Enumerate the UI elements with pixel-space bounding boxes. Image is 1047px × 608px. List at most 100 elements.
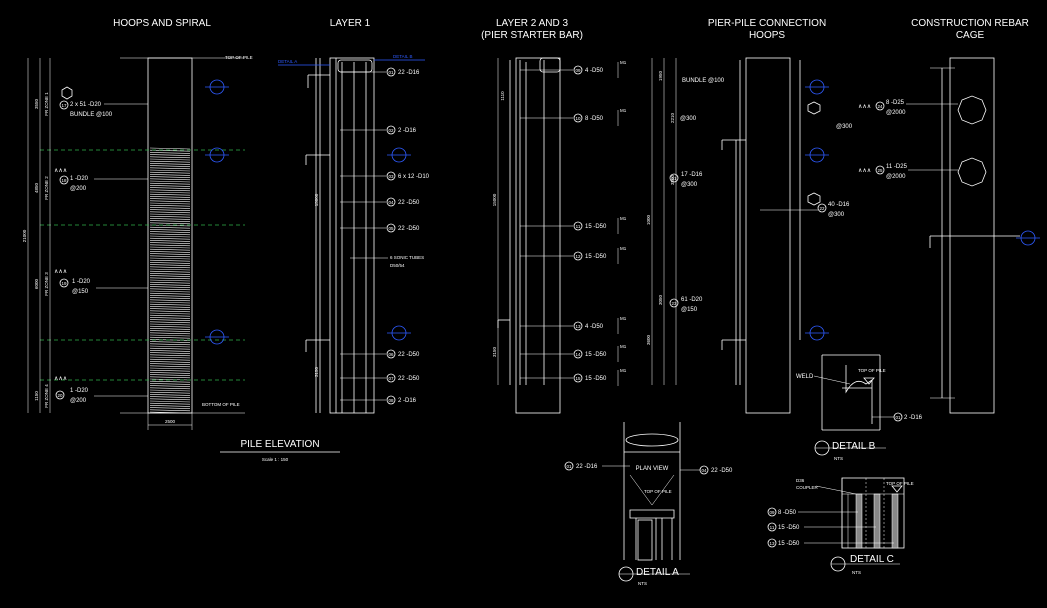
zone-dim-4: 1150 xyxy=(34,391,39,401)
layer23-callout-tag: 12 xyxy=(575,254,581,259)
layer1-callout-tag: 02 xyxy=(388,128,394,133)
layer1-callout-tag: 05 xyxy=(388,226,394,231)
title-hoops-spiral: HOOPS AND SPIRAL xyxy=(113,18,211,29)
pier-callout-40d16: 40 -D16 xyxy=(828,202,850,208)
detail-b-nts: NTS xyxy=(834,456,843,461)
svg-text:@200: @200 xyxy=(70,398,87,404)
detail-a-top-of-pile: TOP OF PILE xyxy=(644,489,672,494)
layer23-callout-tag: 09 xyxy=(575,68,581,73)
detail-a-right-callout: 22 -D50 xyxy=(711,468,733,474)
layer1-callout-tag: 03 xyxy=(388,174,394,179)
layer1-callout-tag: 04 xyxy=(388,200,394,205)
layer1-callouts: 01 22 -D16 02 2 -D16 03 6 x 12 -D10 04 22 -D50 0… xyxy=(340,67,430,405)
layer23-callout-text: 8 -D50 xyxy=(585,116,604,122)
pier-callout-17d16: 17 -D16 xyxy=(681,172,703,178)
hoops-callout-4: ∧∧∧ 20 1 -D20 @200 xyxy=(54,376,148,404)
svg-text:1 -D20: 1 -D20 xyxy=(70,176,89,182)
subtitle-pier-starter: (PIER STARTER BAR) xyxy=(481,30,583,41)
pile-elevation-scale: Scale 1 : 150 xyxy=(262,457,289,462)
layer1-callout-text: 22 -D50 xyxy=(398,352,420,358)
svg-text:19: 19 xyxy=(61,281,67,286)
svg-text:∧∧∧: ∧∧∧ xyxy=(54,168,67,174)
sonic-tubes-label: 6 SONIC TUBES xyxy=(390,255,424,260)
coupler-label: COUPLER xyxy=(796,485,819,490)
layer23-callout-tag: 14 xyxy=(575,352,581,357)
layer23-callout-text: 4 -D50 xyxy=(585,324,604,330)
detail-c-title: DETAIL C xyxy=(850,554,894,565)
svg-text:09: 09 xyxy=(769,510,775,515)
layer23-callout-text: 15 -D50 xyxy=(585,254,607,260)
title-layer-2-3: LAYER 2 AND 3 xyxy=(496,18,569,29)
svg-text:22: 22 xyxy=(819,206,825,211)
spiral-hatching xyxy=(149,147,191,414)
layer23-callout-text: 15 -D50 xyxy=(585,352,607,358)
svg-text:11: 11 xyxy=(770,525,775,530)
hoops-callout-3: ∧∧∧ 19 1 -D20 @150 xyxy=(54,269,148,295)
layer1-callout-text: 22 -D50 xyxy=(398,200,420,206)
zone-label-3: FR ZONE 3 xyxy=(44,272,49,296)
subtitle-cage: CAGE xyxy=(956,30,985,41)
pier-bundle-label: BUNDLE @100 xyxy=(682,78,725,84)
sonic-tubes-size: D50/54 xyxy=(390,263,405,268)
pile-total-dim: 21000 xyxy=(22,229,27,242)
svg-text:@150: @150 xyxy=(72,289,89,295)
layer1-callout-text: 2 -D16 xyxy=(398,128,417,134)
layer23-callout-text: 15 -D50 xyxy=(585,224,607,230)
zone-label-1: FR ZONE 1 xyxy=(44,92,49,116)
svg-text:∧∧∧: ∧∧∧ xyxy=(54,269,67,275)
title-layer-1: LAYER 1 xyxy=(330,18,371,29)
svg-text:BUNDLE @100: BUNDLE @100 xyxy=(70,112,113,118)
layer23-callout-tag: 13 xyxy=(575,324,581,329)
pier-spacing-2: @300 xyxy=(836,124,853,130)
detail-c-callout-3: 15 -D50 xyxy=(778,541,800,547)
detail-a-title: DETAIL A xyxy=(636,567,679,578)
layer1-callout-text: 2 -D16 xyxy=(398,398,417,404)
pile-width-dim: 2500 xyxy=(165,419,176,424)
detail-b-ref: DETAIL B xyxy=(393,54,413,59)
pier-pile-elevation: 1950 2210 3300 1000 3050 3600 BUNDLE @10… xyxy=(646,57,853,414)
pier-dim-2: 2210 xyxy=(670,112,675,123)
hoops-spiral-elevation: 2500 21000 3550 4850 6000 1150 FR ZONE 1… xyxy=(22,55,253,430)
m1-label: M1 xyxy=(620,344,627,349)
layer23-dim-3: 3150 xyxy=(492,346,497,357)
layer23-dim-2: 15000 xyxy=(492,193,497,206)
svg-text:@2000: @2000 xyxy=(886,110,906,116)
svg-text:25: 25 xyxy=(877,168,883,173)
zone-label-2: FR ZONE 2 xyxy=(44,176,49,200)
pile-elevation-title: PILE ELEVATION xyxy=(240,439,319,450)
coupler-size: D36 xyxy=(796,478,805,483)
cage-callout-11d25: 11 -D25 xyxy=(886,164,908,170)
rebar-cage-elevation: ∧∧∧ 24 8 -D25 @2000 ∧∧∧ 25 11 -D25 @2000 xyxy=(858,57,1040,414)
layer1-callout-text: 22 -D16 xyxy=(398,70,420,76)
m1-label: M1 xyxy=(620,108,627,113)
m1-label: M1 xyxy=(620,368,627,373)
svg-text:2 x 51 -D20: 2 x 51 -D20 xyxy=(70,102,102,108)
svg-text:@200: @200 xyxy=(70,186,87,192)
layer1-callout-tag: 01 xyxy=(388,70,394,75)
cage-callout-8d25: 8 -D25 xyxy=(886,100,905,106)
layer1-callout-text: 6 x 12 -D10 xyxy=(398,174,430,180)
detail-b: TOP OF PILE WELD 01 2 -D16 DETAIL B NTS xyxy=(796,354,923,461)
svg-text:24: 24 xyxy=(877,104,883,109)
svg-text:∧∧∧: ∧∧∧ xyxy=(858,168,871,174)
pier-dim-5: 3050 xyxy=(658,294,663,305)
layer23-callout-text: 15 -D50 xyxy=(585,376,607,382)
zone-label-4: FR ZONE 4 xyxy=(44,384,49,408)
layer23-callout-tag: 11 xyxy=(576,224,581,229)
subtitle-hoops: HOOPS xyxy=(749,30,785,41)
svg-text:21: 21 xyxy=(671,176,677,181)
svg-text:@150: @150 xyxy=(681,307,698,313)
top-of-pile-label: TOP OF PILE xyxy=(225,55,253,60)
hoops-callout-1: 17 2 x 51 -D20 BUNDLE @100 xyxy=(59,86,148,118)
svg-text:1 -D20: 1 -D20 xyxy=(70,388,89,394)
pier-spacing-1: @300 xyxy=(680,116,697,122)
svg-text:∧∧∧: ∧∧∧ xyxy=(54,376,67,382)
detail-a-ref: DETAIL A xyxy=(278,59,297,64)
layer1-callout-text: 22 -D50 xyxy=(398,226,420,232)
detail-c-top-of-pile: TOP OF PILE xyxy=(886,481,914,486)
svg-text:@300: @300 xyxy=(681,182,698,188)
bottom-of-pile-label: BOTTOM OF PILE xyxy=(202,402,240,407)
